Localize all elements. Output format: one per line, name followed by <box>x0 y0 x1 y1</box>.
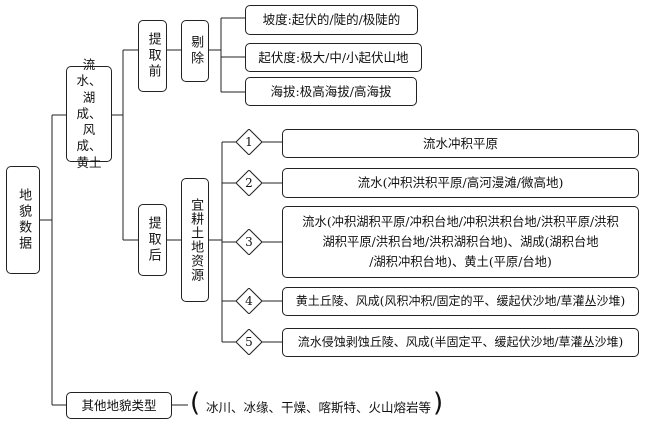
criterion-altitude: 海拔:极高海拔/高海拔 <box>245 77 417 106</box>
level-1-diamond: 1 <box>236 129 262 155</box>
bracket-left: ( <box>190 388 201 418</box>
level-4-diamond: 4 <box>236 288 262 314</box>
level-5-diamond: 5 <box>236 329 262 355</box>
level-2-description: 流水(冲积洪积平原/高河漫滩/微高地) <box>282 168 639 198</box>
root-node: 地貌数据 <box>6 166 40 274</box>
level-1-number: 1 <box>245 135 253 149</box>
branch-landform-types-label: 流水、湖成、风成、黄土 <box>76 57 102 170</box>
node-after-extraction: 提取后 <box>138 204 167 276</box>
level-3-diamond: 3 <box>236 229 262 255</box>
criterion-slope: 坡度:起伏的/陡的/极陡的 <box>245 5 418 35</box>
level-3-description: 流水(冲积湖积平原/冲积台地/冲积洪积台地/洪积平原/洪积 湖积平原/洪积台地/… <box>282 206 639 278</box>
criterion-relief: 起伏度:极大/中/小起伏山地 <box>245 43 422 72</box>
level-5-description: 流水侵蚀剥蚀丘陵、风成(半固定平、缓起伏沙地/草灌丛沙堆) <box>282 328 639 357</box>
bracket-right: ) <box>433 388 444 418</box>
node-other-landform-types: 其他地貌类型 <box>66 392 172 419</box>
level-1-description: 流水冲积平原 <box>282 129 639 158</box>
level-4-description: 黄土丘陵、风成(风积冲积/固定的平、缓起伏沙地/草灌丛沙堆) <box>282 287 639 316</box>
level-5-number: 5 <box>245 335 253 349</box>
level-4-number: 4 <box>245 294 253 308</box>
level-3-number: 3 <box>245 235 253 249</box>
node-before-extraction: 提取前 <box>138 20 167 92</box>
other-landform-types-list: 冰川、冰缘、干燥、喀斯特、火山熔岩等 <box>206 400 432 415</box>
node-remove: 剔除 <box>181 20 209 82</box>
branch-landform-types: 流水、湖成、风成、黄土 <box>66 57 112 170</box>
level-2-diamond: 2 <box>236 170 262 196</box>
node-arable-land-resource: 宜耕土地资源 <box>181 178 209 302</box>
level-2-number: 2 <box>245 176 253 190</box>
